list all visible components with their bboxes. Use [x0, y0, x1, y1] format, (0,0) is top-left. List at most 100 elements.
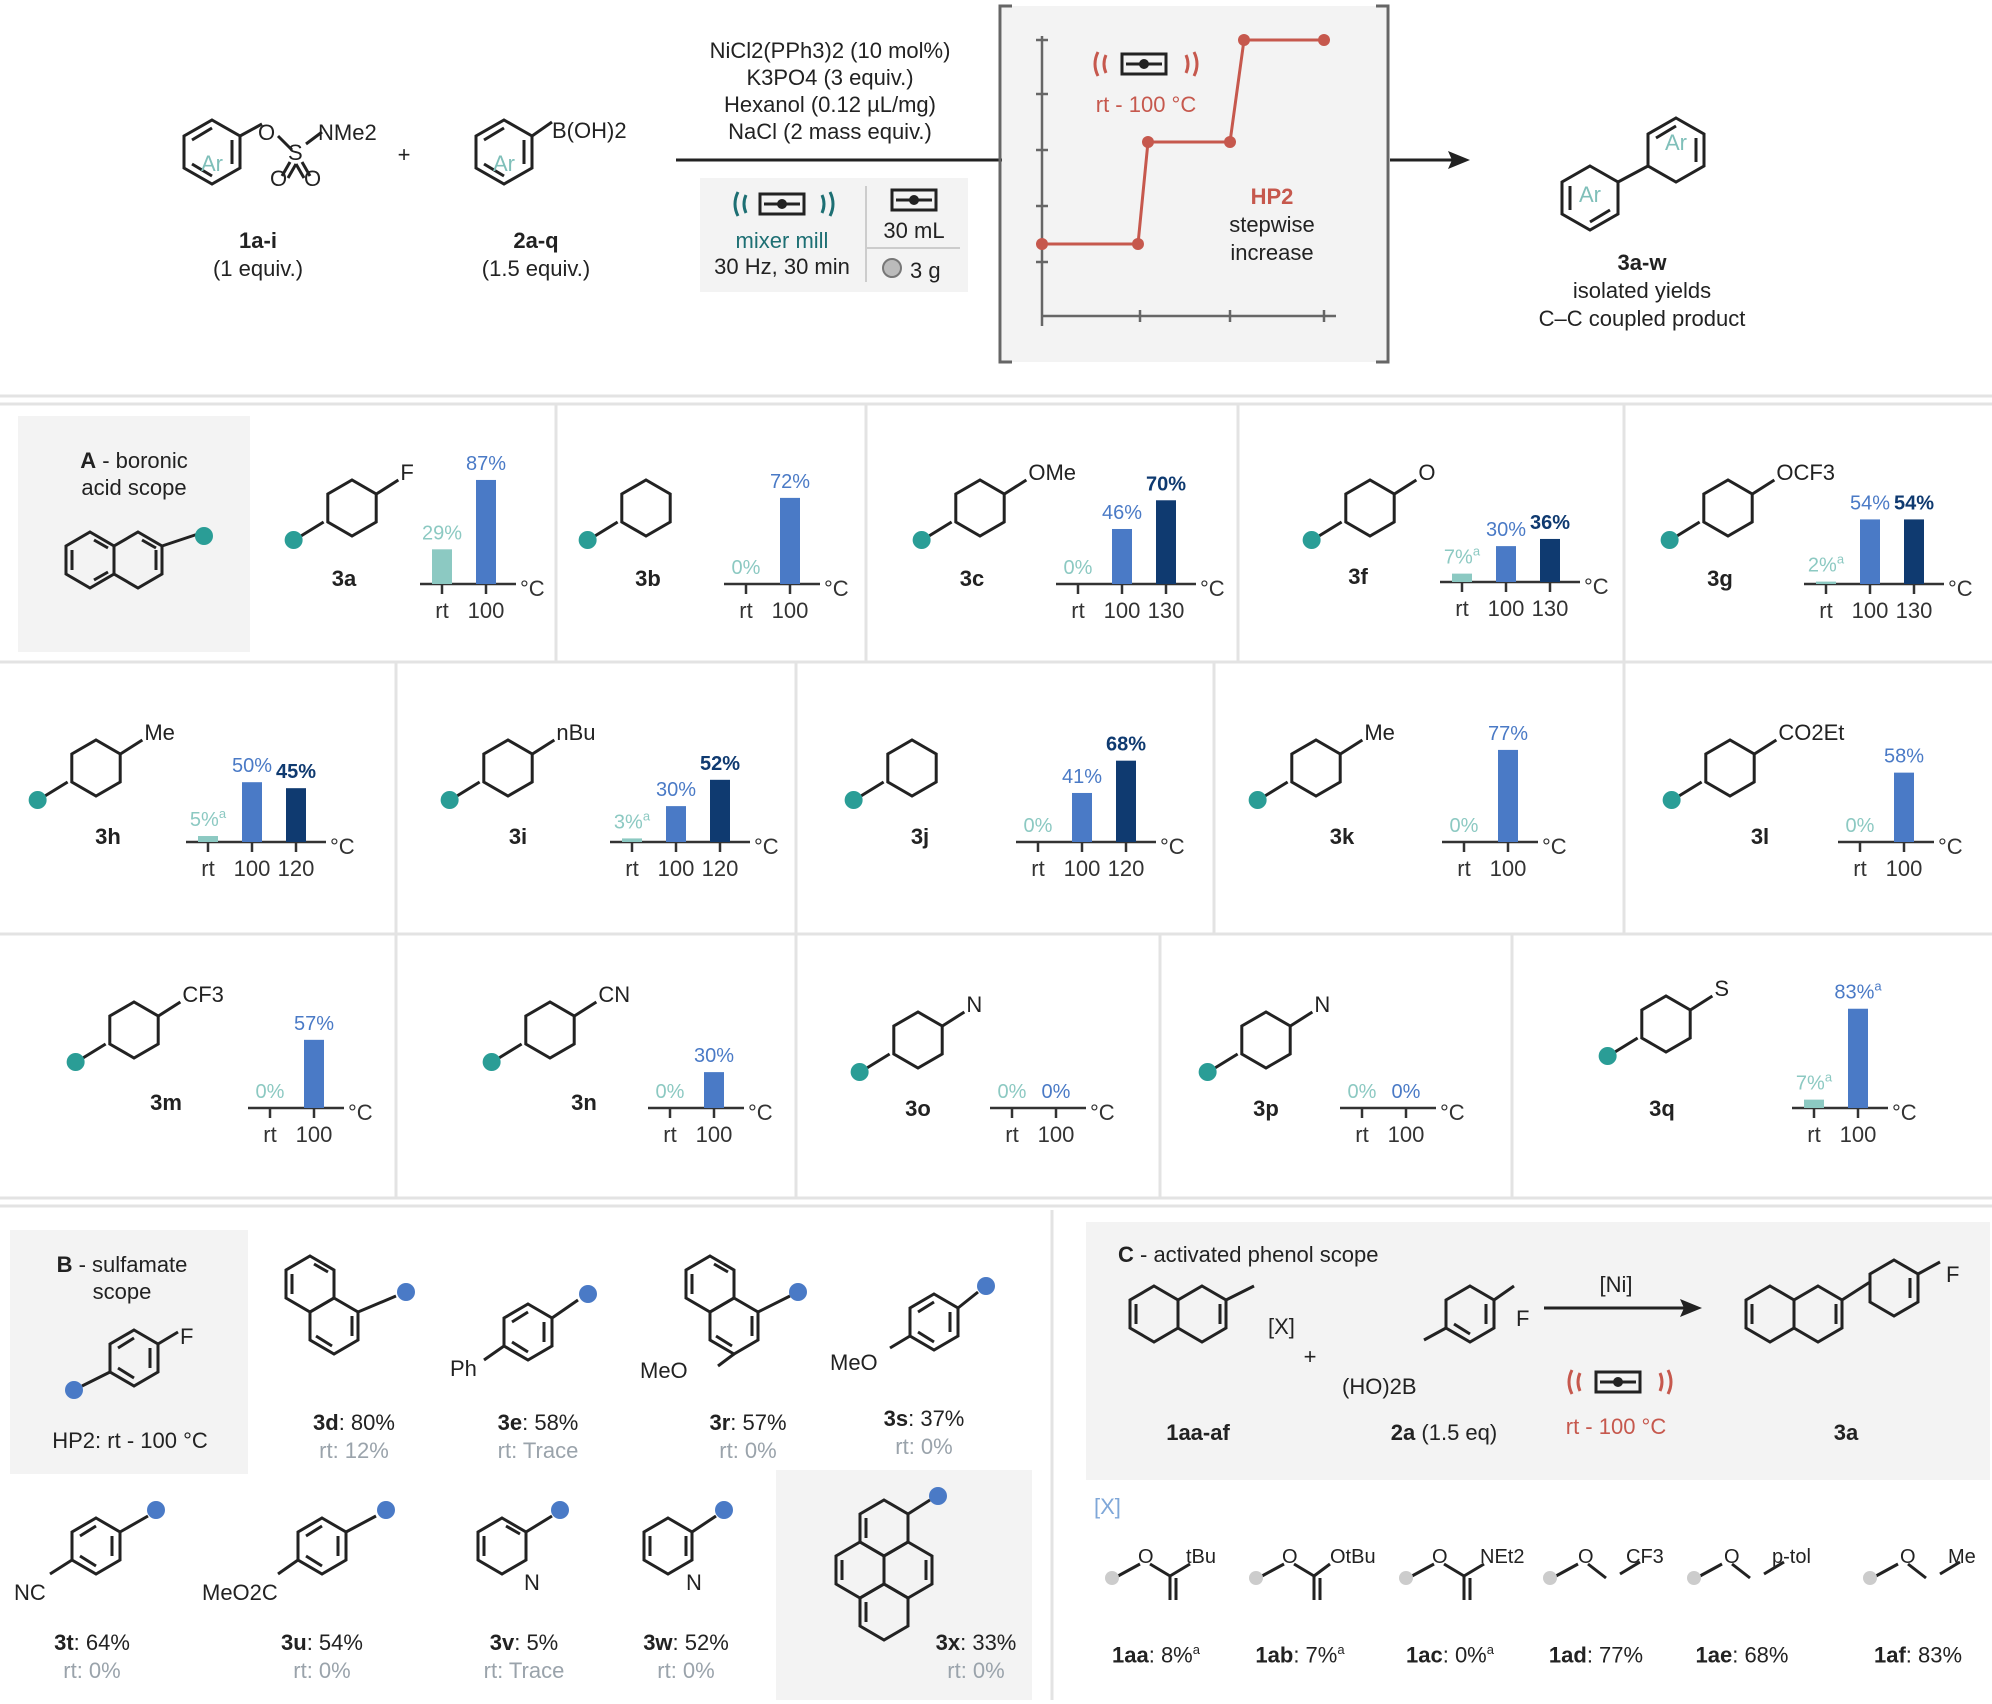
structure-3b — [590, 478, 672, 540]
structure-3h — [40, 738, 144, 800]
compound-label-3g: 3g — [1707, 566, 1733, 591]
tick-label-3f-0: rt — [1455, 596, 1468, 621]
tick-label-3n-1: 100 — [696, 1122, 733, 1147]
tick-label-3h-0: rt — [201, 856, 214, 881]
compound-label-3n: 3n — [571, 1090, 597, 1115]
data-label-3h-2: 45% — [276, 761, 316, 783]
bar-3n-100 — [704, 1072, 724, 1108]
bar-3i-rt — [622, 838, 642, 842]
panel-b-title-line2: scope — [92, 1279, 152, 1304]
phenol-yield-1af: 1af: 83% — [1873, 1642, 1963, 1668]
compound-label-3h: 3h — [95, 824, 121, 849]
attachment-point-3n — [482, 1053, 501, 1071]
panel-c-x-label: [X] — [1268, 1314, 1295, 1339]
sulfamate-substituent-3s: MeO — [830, 1350, 878, 1375]
bar-3f-rt — [1452, 573, 1472, 582]
bar-3g-100 — [1860, 519, 1880, 584]
bar-3c-100 — [1112, 528, 1132, 584]
product-line2: isolated yields — [1572, 278, 1712, 303]
data-label-3b-1: 72% — [770, 471, 810, 493]
sulfamate-substituent-3u: MeO2C — [202, 1580, 278, 1605]
heating-mixer-icon — [1093, 51, 1199, 77]
data-label-3i-0: 3%a — [614, 808, 651, 833]
tick-label-3q-1: 100 — [1840, 1122, 1877, 1147]
phenol-oxygen-1aa: O — [1138, 1546, 1154, 1568]
aryl-sulfamate-structure — [182, 118, 323, 186]
bar-3b-100 — [780, 497, 800, 584]
structure-3p — [1210, 1010, 1314, 1072]
panel-c-catalyst: [Ni] — [1599, 1272, 1633, 1297]
tick-label-3f-2: 130 — [1532, 596, 1569, 621]
hp2-title: HP2 — [1250, 184, 1294, 209]
panel-a-title: A - boronic — [80, 448, 188, 473]
sulfamate-yield-3t: 3t: 64% — [54, 1630, 130, 1655]
compound-label-3i: 3i — [509, 824, 527, 849]
tick-label-3b-0: rt — [739, 598, 752, 623]
sulfamate-rt-3s: rt: 0% — [895, 1434, 953, 1459]
tick-label-3m-1: 100 — [296, 1122, 333, 1147]
panel-c-product-label: 3a — [1833, 1420, 1859, 1445]
sulfamate-substituent-3v: N — [524, 1570, 540, 1595]
panels-b-c-background — [10, 1210, 1990, 1700]
compound-label-3o: 3o — [905, 1096, 931, 1121]
data-label-3j-2: 68% — [1106, 734, 1146, 756]
tick-label-3f-1: 100 — [1488, 596, 1525, 621]
panel-c-product-f: F — [1946, 1262, 1960, 1287]
heating-profile-line — [1042, 38, 1324, 246]
data-label-3o-1: 0% — [1042, 1081, 1071, 1103]
bar-3a-rt — [432, 549, 452, 584]
mixer-mill-icon — [733, 191, 835, 217]
heating-profile-panel — [1002, 6, 1386, 362]
data-label-3h-1: 50% — [232, 755, 272, 777]
unit-3a: °C — [520, 576, 545, 601]
tick-label-3b-1: 100 — [772, 598, 809, 623]
reactant-2-equiv: (1.5 equiv.) — [481, 256, 591, 281]
sulfamate-substituent-3e: Ph — [450, 1356, 477, 1381]
compound-label-3b: 3b — [635, 566, 661, 591]
data-label-3k-0: 0% — [1450, 815, 1479, 837]
data-label-3n-1: 30% — [694, 1045, 734, 1067]
tick-label-3m-0: rt — [263, 1122, 276, 1147]
tick-label-3a-0: rt — [435, 598, 448, 623]
attachment-point-3h — [28, 791, 47, 809]
data-label-3g-1: 54% — [1850, 492, 1890, 514]
phenol-group-1ad: CF3 — [1626, 1546, 1664, 1568]
bar-3g-130 — [1904, 519, 1924, 584]
bar-3i-120 — [710, 779, 730, 842]
attachment-point-3i — [440, 791, 459, 809]
substituent-3k: Me — [1364, 720, 1395, 745]
substituent-3m: CF3 — [182, 982, 224, 1007]
heating-profile-axes — [1036, 36, 1336, 326]
substituent-3c: OMe — [1028, 460, 1076, 485]
compound-label-3a: 3a — [332, 566, 357, 591]
biaryl-product-structure — [1560, 116, 1706, 232]
phenol-oxygen-1ad: O — [1578, 1546, 1594, 1568]
data-label-3c-1: 46% — [1102, 502, 1142, 524]
bar-3q-100 — [1848, 1008, 1868, 1108]
bar-3m-100 — [304, 1039, 324, 1108]
attachment-point-3f — [1302, 531, 1321, 549]
phenol-oxygen-1ae: O — [1724, 1546, 1740, 1568]
hp2-line2: stepwise — [1229, 212, 1315, 237]
phenol-group-1aa: tBu — [1186, 1546, 1217, 1568]
sulfamate-yield-3w: 3w: 52% — [643, 1630, 729, 1655]
ar-label-product-top: Ar — [1665, 130, 1687, 155]
bar-3h-120 — [286, 788, 306, 842]
sulfamate-oxygen: O — [258, 120, 276, 145]
tick-label-3l-1: 100 — [1886, 856, 1923, 881]
data-label-3k-1: 77% — [1488, 723, 1528, 745]
tick-label-3j-1: 100 — [1064, 856, 1101, 881]
mixer-mill-params: 30 Hz, 30 min — [714, 254, 850, 279]
sulfamate-rt-3u: rt: 0% — [293, 1658, 351, 1683]
data-label-3f-1: 30% — [1486, 519, 1526, 541]
tick-label-3c-1: 100 — [1104, 598, 1141, 623]
condition-catalyst: NiCl2(PPh3)2 (10 mol%) — [709, 38, 951, 63]
panel-c-title: C - activated phenol scope — [1118, 1242, 1379, 1267]
sulfamate-rt-3e: rt: Trace — [497, 1438, 579, 1463]
attachment-point-3l — [1662, 791, 1681, 809]
panel-c-boronic: (HO)2B — [1342, 1374, 1417, 1399]
sulfamate-sulfur: S — [288, 140, 303, 165]
ar-label-2: Ar — [493, 151, 515, 176]
tick-label-3i-1: 100 — [658, 856, 695, 881]
